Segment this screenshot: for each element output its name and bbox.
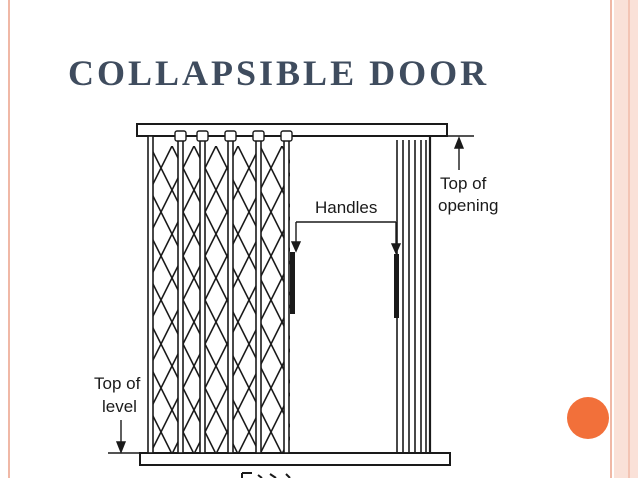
bar-caps <box>174 130 293 142</box>
floor-sill <box>139 452 451 466</box>
left-handle <box>290 252 295 314</box>
handles-pointer <box>290 221 402 255</box>
bar-cap <box>224 130 237 142</box>
top-of-level-arrow <box>108 420 148 454</box>
folded-lattice <box>150 146 290 452</box>
slide-title: COLLAPSIBLE DOOR <box>68 53 490 93</box>
lattice-bar <box>177 135 184 454</box>
top-of-opening-label-line2: opening <box>438 196 499 215</box>
bar-cap <box>174 130 187 142</box>
lattice-bar <box>283 135 290 454</box>
right-border-band <box>614 0 638 478</box>
lattice-bar <box>227 135 234 454</box>
top-of-opening-label-line1: Top of <box>440 174 487 193</box>
bar-cap <box>196 130 209 142</box>
lattice-bar <box>147 135 154 454</box>
accent-circle <box>567 397 609 439</box>
top-of-opening-arrow <box>436 135 474 170</box>
top-of-level-label-line1: Top of <box>94 374 141 393</box>
right-handle <box>394 254 399 318</box>
collapsed-panel <box>396 136 432 453</box>
caption-fragment <box>241 472 291 478</box>
top-of-level-label-line2: level <box>102 397 137 416</box>
lattice-bar <box>255 135 262 454</box>
bar-cap <box>252 130 265 142</box>
handles-label: Handles <box>315 198 378 217</box>
left-border-line <box>8 0 10 478</box>
lattice-bar <box>199 135 206 454</box>
right-border-edge <box>628 0 630 478</box>
bar-cap <box>280 130 293 142</box>
right-border-line <box>610 0 612 478</box>
